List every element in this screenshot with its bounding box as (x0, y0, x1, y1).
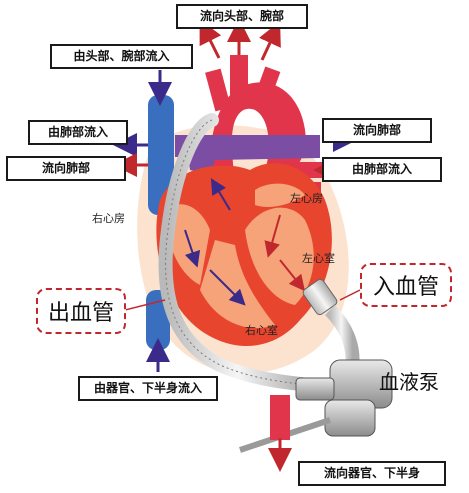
label-to-lung-right: 流向肺部 (322, 118, 432, 143)
aorta-branch-left (205, 68, 231, 112)
flow-arrow-lv (279, 259, 305, 292)
label-left-ventricle: 左心室 (302, 252, 335, 265)
aorta-branch-right (251, 66, 281, 110)
leader-outflow (124, 299, 166, 311)
pump-base (324, 399, 376, 437)
superior-vena-cava (148, 95, 174, 215)
label-to-head: 流向头部、腕部 (176, 4, 308, 29)
label-right-atrium: 右心房 (92, 212, 125, 225)
flow-arrow-ra (184, 229, 201, 268)
leader-inflow (339, 289, 361, 301)
right-ventricle-chamber (200, 240, 275, 329)
pulmonary-artery (185, 135, 320, 175)
label-pump: 血液泵 (379, 370, 439, 394)
flow-arrow-pa (210, 178, 231, 211)
left-atrium-chamber (255, 183, 305, 207)
flow-arrow-rv (209, 269, 246, 306)
label-to-organs: 流向器官、下半身 (298, 461, 446, 486)
label-from-head: 由头部、腕部流入 (50, 44, 193, 69)
callout-outflow: 出血管 (36, 288, 126, 334)
label-to-lung-left: 流向肺部 (6, 156, 126, 181)
descending-aorta (270, 395, 290, 440)
aorta-branch-center (230, 55, 248, 100)
outflow-cannula-ribs (165, 119, 311, 386)
inflow-cannula (324, 305, 360, 369)
callout-inflow: 入血管 (360, 263, 452, 307)
label-from-organs: 由器官、下半身流入 (78, 376, 218, 401)
pump-outlet (295, 377, 335, 401)
arrow-to-head-1 (199, 19, 222, 59)
label-left-atrium: 左心房 (290, 192, 323, 205)
arrow-to-head-3 (259, 21, 281, 61)
inflow-cannula-tip (302, 278, 338, 316)
label-from-lung-left: 由肺部流入 (28, 120, 128, 145)
flow-arrow-la (264, 214, 281, 258)
label-from-lung-right: 由肺部流入 (322, 157, 442, 182)
label-right-ventricle: 右心室 (245, 324, 278, 337)
